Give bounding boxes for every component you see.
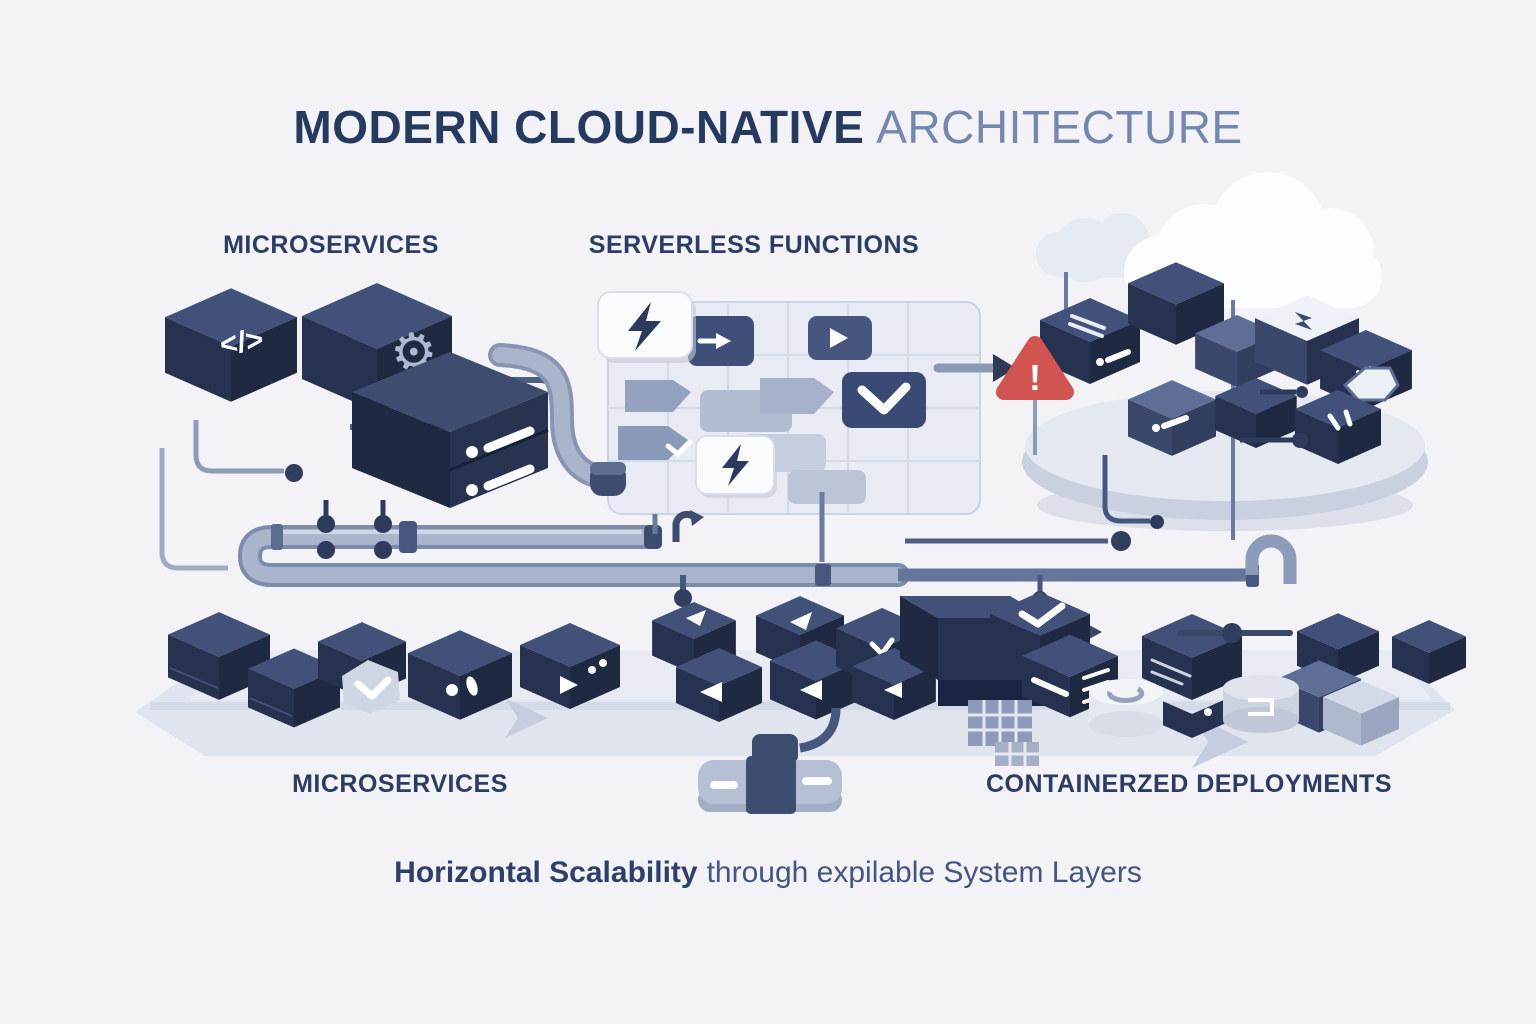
services-cluster-bottom-middle <box>652 592 1118 766</box>
connector-line <box>799 707 841 753</box>
node-dot <box>285 464 303 482</box>
lightning-bolt-icon <box>628 302 661 351</box>
tag-card <box>618 426 688 460</box>
slider-handle <box>746 756 796 814</box>
play-icon <box>560 676 578 694</box>
lambda-card <box>597 291 696 363</box>
cylinder-icon <box>1223 675 1299 733</box>
glyph <box>790 612 812 630</box>
cloud-cluster <box>1040 262 1412 464</box>
node-dot <box>1222 623 1242 643</box>
glyph <box>884 682 902 698</box>
flag-icon <box>800 680 822 700</box>
cube-slab <box>1142 692 1242 738</box>
label-microservices-top: MICROSERVICES <box>223 231 439 259</box>
alert-flow <box>933 354 1037 455</box>
subtitle-rest: through expilable System Layers <box>706 856 1142 889</box>
node-dot <box>674 589 692 607</box>
title-secondary: ARCHITECTURE <box>876 101 1243 153</box>
play-icon <box>830 328 848 348</box>
check-icon <box>354 676 392 700</box>
lambda-card <box>695 435 777 498</box>
bracket-icon <box>1248 698 1274 716</box>
lightning-bolt-icon <box>722 444 749 486</box>
tag-card <box>342 660 400 714</box>
server-box <box>352 352 549 508</box>
containers-cluster <box>1089 613 1466 746</box>
pipe-hook <box>1245 534 1297 584</box>
cylinder-icon <box>1089 679 1163 737</box>
label-serverless-functions: SERVERLESS FUNCTIONS <box>588 231 920 259</box>
microservices-cluster-top: </> ⚙ <box>159 283 626 571</box>
function-card <box>842 372 926 428</box>
node-dot <box>1111 531 1131 551</box>
serverless-step-cards <box>618 316 926 504</box>
glyph <box>466 676 478 696</box>
bowtie-glyph <box>1295 312 1312 330</box>
scaling-slider <box>698 734 842 814</box>
chevron-right-icon <box>505 698 548 738</box>
valve <box>317 515 392 559</box>
chevron-down-icon <box>857 382 911 415</box>
glyph <box>686 610 706 626</box>
list-icon <box>1068 314 1106 338</box>
code-icon: </> <box>218 323 266 362</box>
warning-icon: ! <box>996 336 1074 400</box>
arrow-icon <box>993 354 1016 382</box>
refresh-icon <box>1107 686 1145 703</box>
chevron-down-icon <box>665 439 693 458</box>
check-icon <box>1018 602 1066 628</box>
svg-text:!: ! <box>1029 357 1041 398</box>
tag-card <box>625 380 691 412</box>
tick-marks <box>1327 409 1353 431</box>
label-containerized-deployments: CONTAINERZED DEPLOYMENTS <box>986 770 1392 798</box>
subtitle-bold: Horizontal Scalability <box>394 856 698 889</box>
step-card <box>788 470 866 504</box>
tag-card <box>760 378 834 414</box>
pipeline <box>237 455 1297 607</box>
flag-icon <box>700 682 722 702</box>
list-icon <box>1150 658 1192 686</box>
container-grid <box>968 700 1039 766</box>
play-icon <box>716 333 731 349</box>
title-primary: MODERN CLOUD-NATIVE <box>293 101 865 153</box>
microservices-cluster-bottom <box>168 612 620 728</box>
label-microservices-bottom: MICROSERVICES <box>292 770 508 798</box>
